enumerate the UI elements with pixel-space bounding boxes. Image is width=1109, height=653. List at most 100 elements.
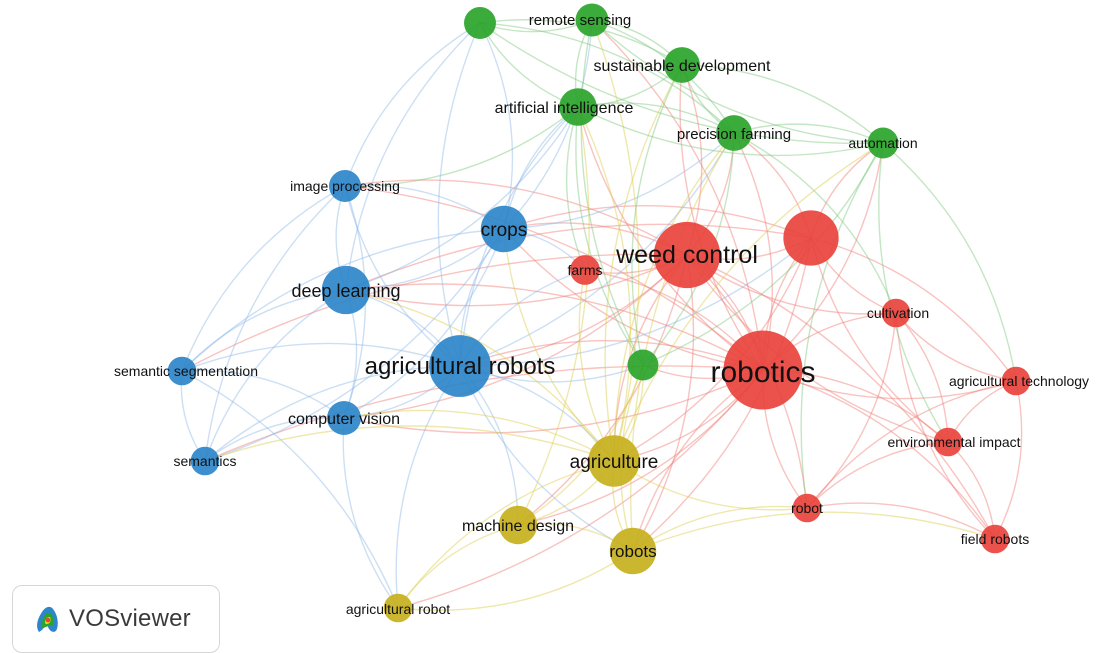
link-deep-learning-semantics	[204, 289, 347, 462]
link-deep-learning-agriculture	[345, 289, 615, 462]
link-robot-field-robots	[806, 502, 996, 540]
link-robotics-image-processing	[344, 185, 764, 371]
link-artificial-intelligence-machine-design	[517, 106, 590, 526]
link-agricultural-robots-robots	[459, 365, 634, 552]
link-remote-sensing-agriculture	[591, 19, 640, 462]
link-agricultural-robots-semantic-segmentation	[181, 342, 461, 372]
link-computer-vision-semantics	[204, 417, 345, 462]
label-agricultural-technology: agricultural technology	[949, 373, 1089, 389]
link-automation-robot	[800, 142, 884, 509]
link-sustainable-development-agriculture	[604, 64, 683, 462]
link-automation-agricultural-technology	[882, 142, 1017, 382]
link-weed-control-environmental-impact	[686, 254, 949, 443]
link-artificial-intelligence-agriculture	[577, 106, 632, 462]
link-automation-environmental-impact	[878, 142, 949, 443]
link-precision-farming-robots	[630, 132, 735, 552]
label-image-processing: image processing	[290, 178, 400, 194]
node-semantic-segmentation[interactable]	[167, 356, 197, 386]
link-weed-control-field-robots	[686, 254, 996, 540]
node-farms[interactable]	[570, 255, 600, 285]
label-environmental-impact: environmental impact	[887, 434, 1020, 450]
node-agriculture[interactable]	[588, 435, 640, 487]
node-deep-learning[interactable]	[321, 265, 371, 315]
link-robotics-deep-learning	[345, 283, 764, 371]
node-field-robots[interactable]	[980, 524, 1010, 554]
node-artificial-intelligence[interactable]	[559, 88, 597, 126]
node-computer-vision[interactable]	[327, 401, 361, 435]
link-green-top-precision-farming	[479, 22, 735, 134]
link-automation-green-center	[642, 142, 884, 366]
link-robot-robots	[632, 505, 808, 552]
link-red-unlabeled-environmental-impact	[810, 237, 949, 443]
node-robots[interactable]	[609, 527, 657, 575]
link-robots-agricultural-robot	[397, 550, 634, 611]
node-robot[interactable]	[792, 493, 822, 523]
link-crops-semantics	[204, 228, 505, 462]
link-weed-control-deep-learning	[345, 254, 688, 307]
link-red-unlabeled-robots	[632, 237, 812, 552]
node-environmental-impact[interactable]	[933, 427, 963, 457]
link-agriculture-agricultural-robot	[397, 460, 615, 609]
link-red-unlabeled-agricultural-robots	[459, 237, 812, 367]
link-weed-control-computer-vision	[343, 254, 688, 419]
node-sustainable-development[interactable]	[664, 47, 700, 83]
link-robotics-remote-sensing	[591, 19, 764, 371]
link-computer-vision-agriculture	[343, 409, 615, 462]
label-robotics: robotics	[710, 356, 815, 389]
link-red-unlabeled-agricultural-technology	[810, 237, 1017, 382]
node-automation[interactable]	[867, 127, 899, 159]
node-image-processing[interactable]	[329, 170, 361, 202]
link-agricultural-robots-semantics	[204, 365, 461, 462]
label-farms: farms	[568, 262, 603, 278]
label-crops: crops	[481, 220, 527, 241]
link-robotics-agricultural-robot	[397, 369, 764, 609]
label-weed-control: weed control	[615, 241, 758, 269]
node-crops[interactable]	[480, 205, 528, 253]
link-semantic-segmentation-agricultural-robot	[181, 370, 399, 609]
link-deep-learning-artificial-intelligence	[345, 106, 579, 291]
link-cultivation-robot	[806, 312, 897, 509]
vosviewer-logo-icon	[37, 606, 58, 632]
link-machine-design-agricultural-robot	[397, 524, 519, 609]
link-green-top-agricultural-robots	[437, 22, 481, 367]
link-crops-computer-vision	[343, 228, 505, 419]
label-machine-design: machine design	[462, 518, 574, 535]
node-machine-design[interactable]	[498, 505, 538, 545]
node-agricultural-robots[interactable]	[429, 335, 491, 397]
link-robotics-crops	[503, 228, 764, 371]
link-weed-control-semantic-segmentation	[181, 253, 688, 372]
node-robotics[interactable]	[723, 330, 803, 410]
node-semantics[interactable]	[190, 446, 220, 476]
label-computer-vision: computer vision	[288, 411, 400, 428]
link-image-processing-semantic-segmentation	[181, 185, 346, 372]
link-robotics-artificial-intelligence	[577, 106, 764, 371]
link-green-top-crops	[479, 22, 514, 230]
node-precision-farming[interactable]	[716, 115, 752, 151]
node-agricultural-robot[interactable]	[383, 593, 413, 623]
label-deep-learning: deep learning	[291, 281, 400, 301]
link-agricultural-robots-agricultural-robot	[395, 365, 461, 609]
node-green-center[interactable]	[627, 349, 659, 381]
link-green-top-automation	[479, 22, 884, 145]
label-remote-sensing: remote sensing	[529, 12, 632, 29]
node-agricultural-technology[interactable]	[1001, 366, 1031, 396]
link-robotics-computer-vision	[343, 369, 764, 434]
link-cultivation-environmental-impact	[895, 312, 949, 443]
node-green-top[interactable]	[464, 7, 496, 39]
node-cultivation[interactable]	[881, 298, 911, 328]
label-sustainable-development: sustainable development	[593, 58, 771, 75]
vosviewer-brand-name: VOSviewer	[69, 605, 191, 632]
label-semantic-segmentation: semantic segmentation	[114, 363, 258, 379]
label-semantics: semantics	[173, 453, 236, 469]
link-semantic-segmentation-computer-vision	[181, 369, 345, 419]
link-crops-agriculture	[503, 228, 615, 462]
link-remote-sensing-green-center	[580, 19, 644, 366]
label-automation: automation	[848, 135, 917, 151]
node-red-unlabeled[interactable]	[783, 210, 839, 266]
link-image-processing-artificial-intelligence	[344, 106, 579, 187]
link-cultivation-agricultural-technology	[895, 312, 1017, 382]
link-red-unlabeled-deep-learning	[345, 223, 812, 291]
node-weed-control[interactable]	[653, 221, 721, 289]
node-remote-sensing[interactable]	[575, 3, 609, 37]
